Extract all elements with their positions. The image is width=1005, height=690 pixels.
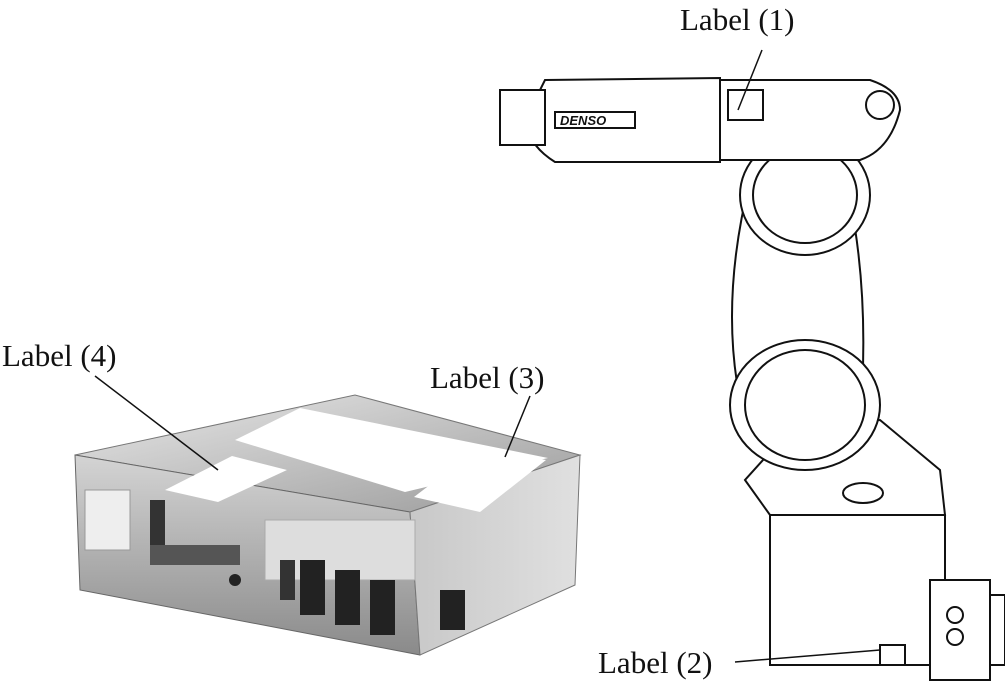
label-4-area bbox=[165, 456, 287, 502]
denso-logo: DENSO bbox=[560, 113, 606, 128]
label-1-text: Label (1) bbox=[680, 2, 795, 37]
leader-line-3 bbox=[504, 395, 531, 458]
label-3-text: Label (3) bbox=[430, 360, 545, 395]
robot-controller bbox=[74, 394, 582, 656]
leader-lines bbox=[94, 49, 881, 663]
robot-arm bbox=[499, 76, 1005, 681]
leader-line-4 bbox=[94, 375, 219, 471]
label-3-area bbox=[414, 448, 546, 512]
label-2-text: Label (2) bbox=[598, 645, 713, 680]
leader-line-1 bbox=[737, 49, 763, 111]
leader-line-2 bbox=[734, 649, 881, 663]
label-4-text: Label (4) bbox=[2, 338, 117, 373]
